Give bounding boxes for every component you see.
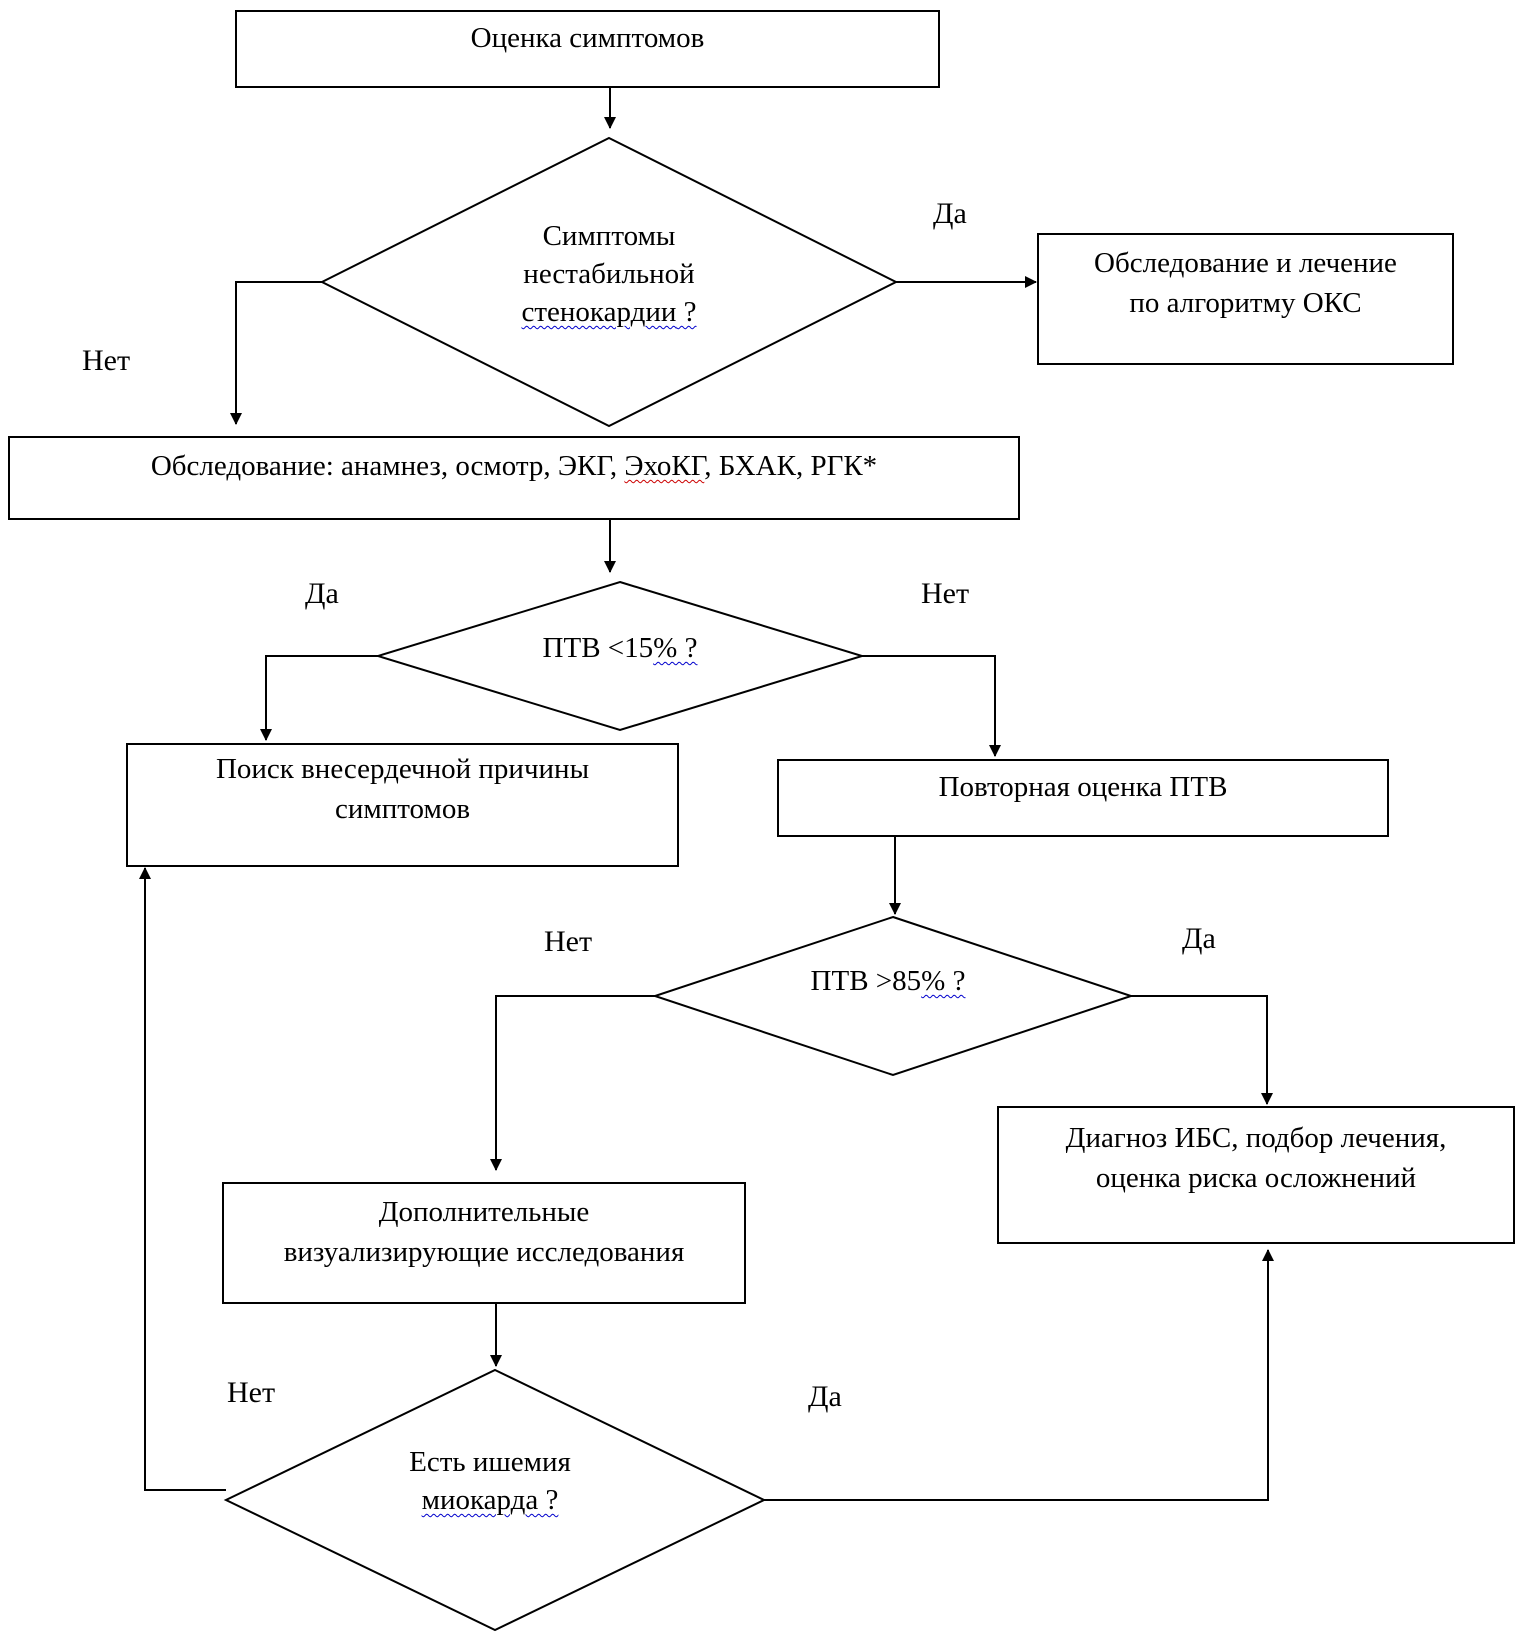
decision-ischemia-text: Есть ишемия миокарда ? [340,1443,640,1519]
box-symptom-assessment: Оценка симптомов [235,10,940,88]
box-additional-imaging: Дополнительные визуализирующие исследова… [222,1182,746,1304]
box-diagnosis: Диагноз ИБС, подбор лечения, оценка риск… [997,1106,1515,1244]
box-acs-line2: по алгоритму ОКС [1129,287,1362,319]
arrow-d4-no [139,867,226,1491]
arrow-d3-yes [1131,995,1273,1105]
arrow-d2-yes [260,655,378,741]
decision-ptv15-pre: ПТВ <15 [542,632,654,664]
label-d4-yes: Да [808,1380,842,1413]
decision-unstable-line3: стенокардии ? [522,296,697,328]
box-imaging-line1: Дополнительные [378,1196,590,1228]
decision-ptv15-wavy: % ? [653,632,698,664]
box-diagnosis-line1: Диагноз ИБС, подбор лечения, [1065,1122,1447,1154]
decision-ptv85-pre: ПТВ >85 [810,965,922,997]
label-d1-no: Нет [82,344,131,377]
arrow-d3-no [490,995,655,1171]
label-d4-no: Нет [227,1376,276,1409]
label-d1-yes: Да [933,197,967,230]
decision-ischemia [223,1368,767,1632]
box-imaging-line2: визуализирующие исследования [283,1236,685,1268]
label-d2-yes: Да [305,577,339,610]
arrow-d4-yes [764,1249,1274,1501]
decision-ischemia-line2: миокарда ? [421,1484,559,1516]
decision-ptv85-wavy: % ? [921,965,966,997]
box-symptom-assessment-text: Оценка симптомов [470,22,705,54]
label-d3-yes: Да [1182,922,1216,955]
decision-ptv85-text: ПТВ >85% ? [738,962,1038,1000]
box-noncardiac-line2: симптомов [334,793,471,825]
decision-ptv-below-15 [374,580,866,732]
decision-unstable-line1: Симптомы [542,220,676,252]
decision-ptv-above-85 [651,915,1135,1077]
decision-unstable-word: стенокардии [521,296,677,328]
box-noncardiac-cause: Поиск внесердечной причины симптомов [126,743,679,867]
box-diagnosis-line2: оценка риска осложнений [1095,1162,1417,1194]
box-reassess-text: Повторная оценка ПТВ [938,771,1228,803]
arrow-d2-no [862,655,1001,757]
decision-unstable-line2: нестабильной [523,258,695,290]
box-exam-text-echo: ЭхоКГ [624,450,705,482]
label-d3-no: Нет [544,925,593,958]
arrow-d1-no [230,281,322,425]
box-noncardiac-line1: Поиск внесердечной причины [215,753,590,785]
box-exam-text-pre: Обследование: анамнез, осмотр, ЭКГ, [150,450,625,482]
decision-unstable-text: Симптомы нестабильной стенокардии ? [459,217,759,331]
decision-ptv15-text: ПТВ <15% ? [470,629,770,667]
label-d2-no: Нет [921,577,970,610]
box-examination: Обследование: анамнез, осмотр, ЭКГ, ЭхоК… [8,436,1020,520]
box-acs-line1: Обследование и лечение [1094,247,1397,279]
decision-unstable-q: ? [676,296,697,328]
box-exam-text-post: , БХАК, РГК* [704,450,878,482]
decision-unstable-angina [319,136,899,428]
box-acs-algorithm: Обследование и лечение по алгоритму ОКС [1037,233,1454,365]
box-reassess-ptv: Повторная оценка ПТВ [777,759,1389,837]
decision-ischemia-line1: Есть ишемия [409,1446,571,1478]
